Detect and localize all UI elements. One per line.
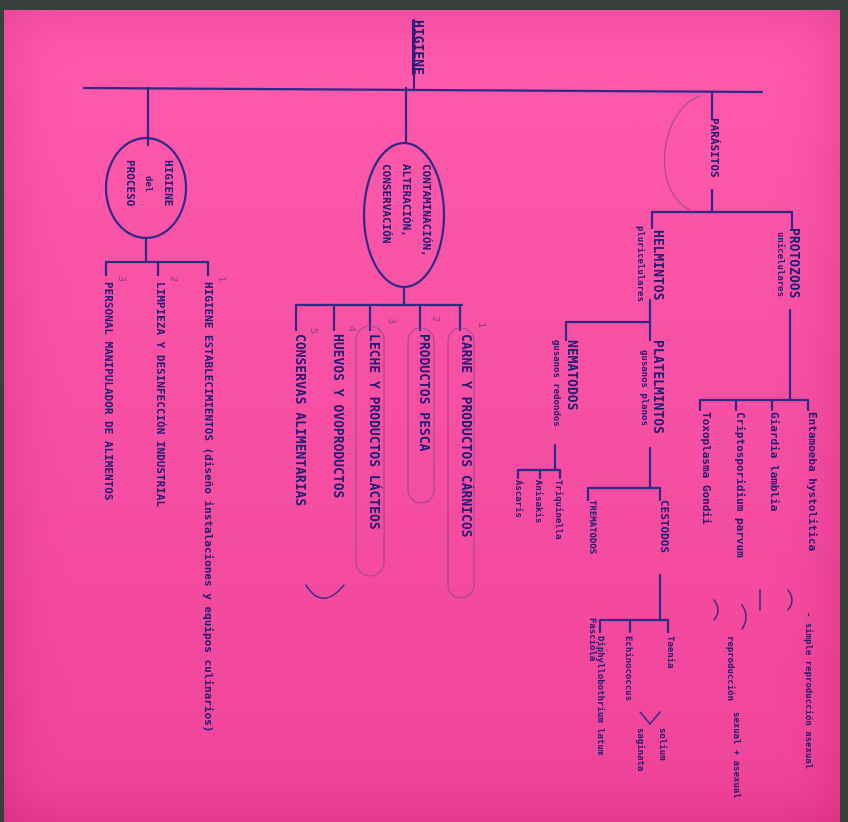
proceso-line-2: del [143,176,153,193]
taenia-label: Taenia [665,636,675,669]
contaminacion-number-5: 5 [308,328,319,335]
protozoos-teeth [698,398,810,412]
contaminacion-item-2: PRODUCTOS PESCA [416,334,431,452]
helmintos-sub: pluricelulares [635,226,645,302]
helmintos-label: HELMINTOS [650,230,665,301]
parasitos-label: PARÁSITOS [708,118,721,178]
contaminacion-number-1: 1 [476,322,487,329]
parasitos-teeth [650,210,794,230]
protozoos-sub: unicelulares [775,232,785,298]
platelmintos-label: PLATELMINTOS [650,340,665,434]
proceso-line-1: HIGIENE [162,160,175,207]
contaminacion-line-2: ALTERACIÓN, [400,164,413,237]
proceso-teeth [104,260,210,277]
check-mark [305,584,345,599]
pencil-loop-leche [355,325,385,577]
nematodos-label: NEMATODOS [564,340,579,411]
proceso-number-3: 3 [116,276,127,283]
parasitos-pencil-arc [664,95,701,211]
root-label: HIGIENE [410,20,425,75]
contaminacion-teeth [294,303,462,332]
contaminacion-item-4: HUEVOS Y OVOPRODUCTOS [330,334,345,499]
contaminacion-item-5: CONSERVAS ALIMENTARIAS [292,334,307,507]
nematodos-sub: gusanos redondos [551,340,561,427]
helmintos-teeth [564,320,652,342]
contaminacion-line-3: CONSERVACIÓN [380,164,393,244]
pink-paper-sheet [4,10,840,822]
trematodos-label: TREMATODOS [587,500,597,555]
cestodos-label: CESTODOS [658,500,671,553]
protozoo-item-1: Entamoeba hystolitica [806,412,819,552]
nematodo-item-2: Anisakis [533,480,543,524]
protozoo-item-3: Criptosporidium parvum [734,412,747,558]
contaminacion-line-1: CONTAMINACIÓN, [420,164,433,257]
contaminacion-number-3: 3 [386,318,397,325]
proceso-line-3: PROCESO [124,160,137,207]
proceso-number-1: 1 [216,276,227,283]
trematodos-item: Fasciola [587,618,597,662]
contaminacion-item-3: LECHE Y PRODUCTOS LÁCTEOS [366,334,381,530]
taenia-chevron [639,711,661,726]
pencil-loop-pesca [407,327,435,504]
cestodo-other-1: Echinococcus [623,636,633,702]
proceso-item-3: PERSONAL MANIPULADOR DE ALIMENTOS [102,282,115,501]
cestodos-teeth [598,618,670,634]
platelmintos-teeth [586,486,662,502]
nematodo-item-3: Áscaris [513,480,523,518]
protozoo-item-2: Giardia lamblia [768,412,781,512]
nematodos-teeth [516,468,562,480]
proceso-item-2: LIMPIEZA Y DESINFECCIÓN INDUSTRIAL [154,282,167,508]
nematodo-item-1: Triquinella [553,480,563,540]
protozoo-note-2: reproducción [725,636,735,702]
contaminacion-item-1: CARNE Y PRODUCTOS CÁRNICOS [458,334,473,538]
proceso-number-2: 2 [168,276,179,283]
taenia-species-2: saginata [635,728,645,772]
main-trunk-line [82,86,764,94]
protozoos-braces [713,589,793,630]
contaminacion-number-2: 2 [430,316,441,323]
proceso-item-1: HIGIENE ESTABLECIMIENTOS (diseño instala… [202,282,215,733]
pencil-loop-carne [447,327,475,599]
protozoo-note-3: sexual + asexual [731,712,741,799]
platelmintos-sub: gusanos planos [639,350,649,426]
protozoos-label: PROTOZOOS [786,228,801,299]
taenia-species-1: solium [657,728,667,761]
protozoo-note-1: - simple reproducción asexual [803,612,813,770]
protozoo-item-4: Toxoplasma Gondii [700,412,713,525]
contaminacion-number-4: 4 [346,326,357,333]
